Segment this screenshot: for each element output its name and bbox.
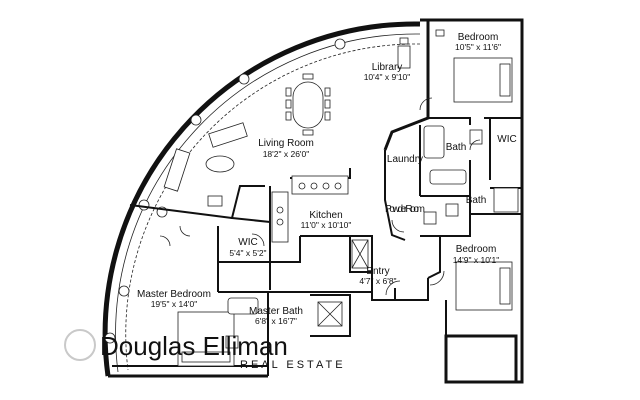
bedroom-top-dim: 10'5" x 11'6" <box>455 42 501 52</box>
furniture <box>159 29 519 367</box>
sofa <box>163 148 191 192</box>
kitchen-counter <box>271 191 289 243</box>
interior-walls <box>108 18 524 384</box>
toilet <box>423 211 437 225</box>
bath-lower-name: Bath <box>466 195 487 206</box>
wic-right-name: WIC <box>497 134 516 145</box>
master-bath-dim: 6'8" x 16'7" <box>255 316 297 326</box>
watermark-brand: Douglas Elliman <box>100 331 288 361</box>
living-room-name: Living Room <box>258 138 314 149</box>
shower <box>493 187 519 213</box>
toilet <box>225 335 239 349</box>
kitchen-name: Kitchen <box>309 210 342 221</box>
library-dim: 10'4" x 9'10" <box>364 72 411 82</box>
entry-name: Entry <box>366 266 389 277</box>
wic-left-dim: 5'4" x 5'2" <box>229 248 266 258</box>
watermark: Douglas Elliman REAL ESTATE <box>64 329 346 371</box>
library-name: Library <box>372 62 403 73</box>
powder-room-line: Powder Room <box>385 204 425 215</box>
master-bedroom-name: Master Bedroom <box>137 289 211 300</box>
watermark-sub: REAL ESTATE <box>240 359 346 371</box>
sofa <box>208 122 248 148</box>
coffee-table <box>205 155 235 173</box>
curved-exterior-wall <box>102 21 421 377</box>
laundry-name: Laundry <box>387 154 423 165</box>
entry-dim: 4'7" x 6'8" <box>359 276 396 286</box>
master-bath-name: Master Bath <box>249 306 303 317</box>
toilet <box>445 203 459 217</box>
kitchen-island <box>291 175 349 195</box>
bath-upper-name: Bath <box>446 142 467 153</box>
living-room-dim: 18'2" x 26'0" <box>263 149 310 159</box>
master-bedroom-dim: 19'5" x 14'0" <box>151 299 198 309</box>
bathtub <box>227 297 259 315</box>
room-labels: Library 10'4" x 9'10" Bedroom 10'5" x 11… <box>137 32 517 326</box>
brand-logo-icon <box>64 329 96 361</box>
bedroom-bottom-name: Bedroom <box>456 244 497 255</box>
bedroom-bottom-dim: 14'9" x 10'1" <box>453 255 500 265</box>
wic-left-name: WIC <box>238 237 257 248</box>
desk <box>397 45 411 69</box>
chair <box>207 195 223 207</box>
sink <box>469 129 483 145</box>
bathtub <box>429 169 467 185</box>
bathtub <box>423 125 445 159</box>
dining-table <box>292 81 324 129</box>
bedroom-top-name: Bedroom <box>458 32 499 43</box>
kitchen-dim: 11'0" x 10'10" <box>301 220 352 230</box>
